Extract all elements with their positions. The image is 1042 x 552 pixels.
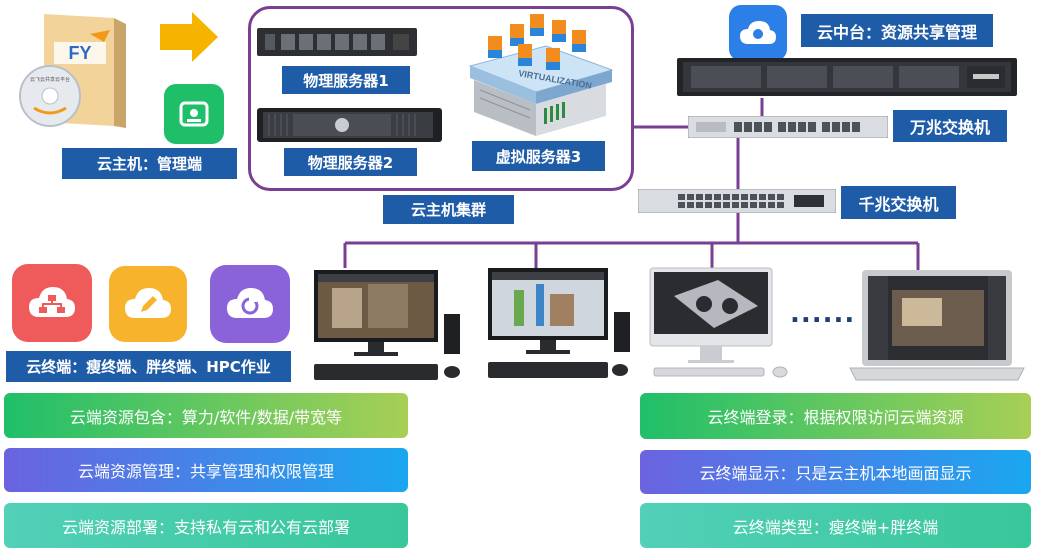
left-banner-resources: 云端资源包含：算力/软件/数据/带宽等 [4,393,408,438]
terminals-label: 云终端：瘦终端、胖终端、HPC作业 [6,351,291,382]
cluster-label: 云主机集群 [383,195,514,224]
right-banner-login: 云终端登录：根据权限访问云端资源 [640,393,1031,439]
terminal-app-sync-icon [210,265,290,343]
arrow-right-icon [160,12,218,62]
switch-1g-image [637,188,837,214]
workstation-4-image [842,268,1027,384]
virtual-server-image: VIRTUALIZATION [460,10,620,138]
right-banner-types: 云终端类型：瘦终端+胖终端 [640,503,1031,548]
cluster-frame [248,6,634,191]
rack-server-image [677,56,1017,98]
physical-server-2-image [257,106,442,144]
switch-1g-label: 千兆交换机 [841,186,956,219]
left-banner-deployment: 云端资源部署：支持私有云和公有云部署 [4,503,408,548]
physical-server-1-image [257,24,417,60]
disc-caption: 云飞云共享云平台 [30,76,70,83]
left-banner-management: 云端资源管理：共享管理和权限管理 [4,448,408,492]
physical-server-1-label: 物理服务器1 [282,66,410,94]
right-banner-display: 云终端显示：只是云主机本地画面显示 [640,450,1031,494]
mid-platform-icon [729,5,787,61]
switch-10g-label: 万兆交换机 [893,110,1007,142]
workstation-2-image [486,266,646,382]
management-app-icon [164,84,224,144]
workstation-1-image [312,268,472,384]
more-terminals-dots: ...... [790,299,856,329]
physical-server-2-label: 物理服务器2 [284,148,417,176]
terminal-app-network-icon [12,264,92,342]
box-brand: FY [68,43,91,63]
virtual-server-label: 虚拟服务器3 [472,141,605,171]
terminal-app-edit-icon [109,266,187,342]
management-label: 云主机：管理端 [62,148,237,179]
mid-platform-label: 云中台：资源共享管理 [801,14,993,47]
software-package: FY 云飞云共享云平台 [10,8,132,130]
workstation-3-image [648,266,793,382]
